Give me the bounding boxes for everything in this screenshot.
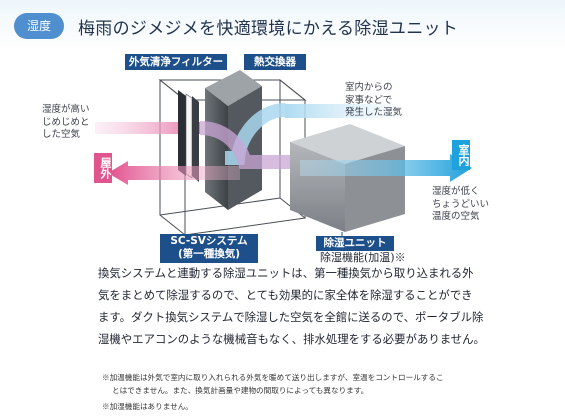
supply-crossing-flow bbox=[199, 121, 295, 169]
body-line: 湿機やエアコンのような機械音もなく、排水処理をする必要がありません。 bbox=[98, 332, 485, 346]
indoor-label: 室内 bbox=[452, 140, 470, 170]
filter-label: 外気清浄フィルター bbox=[125, 54, 227, 70]
dry-air-note: 湿度が低く ちょうどいい 温度の空気 bbox=[432, 186, 489, 224]
system-label-line1: SC-SVシステム bbox=[170, 235, 248, 247]
body-line: 換気システムと連動する除湿ユニットは、第一種換気から取り込まれる外 bbox=[98, 266, 474, 280]
header-bar bbox=[0, 0, 565, 50]
indoor-air-note-line: 発生した湿気 bbox=[345, 107, 403, 118]
system-label: SC-SVシステム (第一種換気) bbox=[160, 234, 258, 263]
outdoor-label: 屋外 bbox=[94, 153, 112, 183]
dry-air-note-line: 湿度が低く bbox=[432, 186, 480, 197]
indoor-return-arrow bbox=[285, 104, 395, 118]
footnote-1-line2: とはできません。また、換気計画量や建物の間取りによっても異なります。 bbox=[112, 386, 369, 395]
indoor-air-note-line: 室内からの bbox=[345, 82, 393, 93]
dry-air-note-line: ちょうどいい bbox=[432, 198, 490, 210]
humid-air-note-line: じめじめと bbox=[42, 116, 90, 128]
humid-air-inflow-arrow bbox=[95, 122, 200, 134]
footnote-1-line1: ※加温機能は外気で室内に取り入れられる外気を暖めて送り出しますが、室温をコントロ… bbox=[102, 373, 444, 382]
dehumidifier-unit bbox=[290, 124, 405, 232]
dry-air-note-line: 温度の空気 bbox=[432, 211, 480, 222]
category-badge: 湿度 bbox=[14, 13, 64, 39]
indoor-air-note-line: 家事などで bbox=[345, 94, 393, 106]
supply-indoor-arrow bbox=[300, 154, 472, 182]
humid-air-note: 湿度が高い じめじめと した空気 bbox=[42, 104, 90, 142]
footnote-2: ※加湿機能はありません。 bbox=[102, 402, 193, 411]
system-label-line2: (第一種換気) bbox=[177, 248, 241, 260]
dehumidifier-label: 除湿ユニット bbox=[316, 236, 394, 251]
system-diagram bbox=[95, 70, 472, 237]
body-paragraph: 換気システムと連動する除湿ユニットは、第一種換気から取り込まれる外 気をまとめて… bbox=[98, 262, 548, 350]
exhaust-outdoor-arrow bbox=[108, 161, 240, 185]
humid-air-note-line: 湿度が高い bbox=[42, 104, 90, 115]
humid-air-note-line: した空気 bbox=[42, 129, 81, 140]
indoor-air-note: 室内からの 家事などで 発生した湿気 bbox=[345, 82, 402, 120]
page-title: 梅雨のジメジメを快適環境にかえる除湿ユニット bbox=[78, 19, 459, 39]
heat-exchanger-label: 熱交換器 bbox=[244, 54, 306, 70]
body-line: 気をまとめて除湿するので、とても効果的に家全体を除湿することができ bbox=[98, 288, 473, 302]
dehumidifier-sublabel: 除湿機能(加温)※ bbox=[320, 251, 406, 264]
body-line: ます。ダクト換気システムで除湿した空気を全館に送るので、ポータブル除 bbox=[98, 310, 484, 324]
